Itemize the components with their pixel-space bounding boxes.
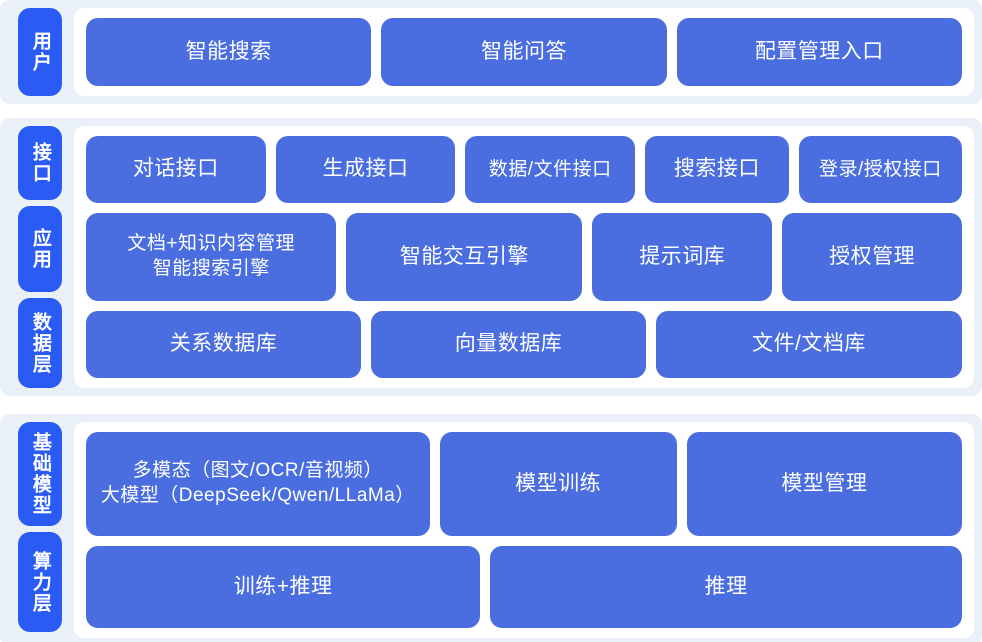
card-multimodal-large-model[interactable]: 多模态（图文/OCR/音视频） 大模型（DeepSeek/Qwen/LLaMa）: [86, 432, 430, 536]
row-foundation-model-layer: 多模态（图文/OCR/音视频） 大模型（DeepSeek/Qwen/LLaMa）…: [86, 432, 962, 536]
row-user-entries: 智能搜索 智能问答 配置管理入口: [86, 18, 962, 86]
card-dialog-interface[interactable]: 对话接口: [86, 136, 266, 203]
layer-tag-application: 应用: [18, 206, 62, 292]
tag-column-bottom: 基础模型 算力层: [0, 414, 66, 642]
row-compute-layer: 训练+推理 推理: [86, 545, 962, 628]
layer-tag-compute-label: 算力层: [29, 550, 51, 614]
layer-tag-user: 用户: [18, 8, 62, 96]
layer-tag-compute: 算力层: [18, 532, 62, 632]
section-middle: 接口 应用 数据层 对话接口 生成接口 数据/文件接口 搜索接口 登录/授权接口…: [0, 118, 982, 396]
layer-tag-user-label: 用户: [29, 31, 51, 73]
section-bottom: 基础模型 算力层 多模态（图文/OCR/音视频） 大模型（DeepSeek/Qw…: [0, 414, 982, 642]
card-smart-qa[interactable]: 智能问答: [381, 18, 667, 86]
layer-tag-foundation-model-label: 基础模型: [29, 432, 51, 516]
card-doc-knowledge-management[interactable]: 文档+知识内容管理 智能搜索引擎: [86, 212, 337, 301]
panel-bottom: 多模态（图文/OCR/音视频） 大模型（DeepSeek/Qwen/LLaMa）…: [74, 422, 974, 638]
card-inference[interactable]: 推理: [490, 545, 962, 628]
section-user: 用户 智能搜索 智能问答 配置管理入口: [0, 0, 982, 104]
layer-tag-interface: 接口: [18, 126, 62, 200]
layer-tag-data: 数据层: [18, 298, 62, 388]
card-smart-search[interactable]: 智能搜索: [86, 18, 372, 86]
layer-tag-interface-label: 接口: [29, 142, 51, 184]
panel-user: 智能搜索 智能问答 配置管理入口: [74, 8, 974, 96]
card-relational-database[interactable]: 关系数据库: [86, 311, 361, 378]
layer-tag-data-label: 数据层: [29, 311, 51, 375]
tag-column-middle: 接口 应用 数据层: [0, 118, 66, 396]
card-smart-interaction-engine[interactable]: 智能交互引擎: [346, 212, 583, 301]
card-training-inference[interactable]: 训练+推理: [86, 545, 481, 628]
layer-tag-application-label: 应用: [29, 228, 51, 270]
card-config-management-entry[interactable]: 配置管理入口: [676, 18, 962, 86]
card-model-management[interactable]: 模型管理: [686, 432, 962, 536]
card-authorization-management[interactable]: 授权管理: [782, 212, 963, 301]
panel-middle: 对话接口 生成接口 数据/文件接口 搜索接口 登录/授权接口 文档+知识内容管理…: [74, 126, 974, 388]
card-generation-interface[interactable]: 生成接口: [275, 136, 456, 203]
card-model-training[interactable]: 模型训练: [439, 432, 677, 536]
card-file-document-store[interactable]: 文件/文档库: [655, 311, 962, 378]
card-prompt-library[interactable]: 提示词库: [592, 212, 773, 301]
card-data-file-interface[interactable]: 数据/文件接口: [465, 136, 636, 203]
row-application-layer: 文档+知识内容管理 智能搜索引擎 智能交互引擎 提示词库 授权管理: [86, 212, 963, 301]
row-interface-layer: 对话接口 生成接口 数据/文件接口 搜索接口 登录/授权接口: [86, 136, 962, 203]
card-search-interface[interactable]: 搜索接口: [645, 136, 789, 203]
layer-tag-foundation-model: 基础模型: [18, 422, 62, 526]
row-data-layer: 关系数据库 向量数据库 文件/文档库: [86, 311, 962, 378]
tag-column-user: 用户: [0, 0, 66, 104]
card-login-auth-interface[interactable]: 登录/授权接口: [798, 136, 962, 203]
card-vector-database[interactable]: 向量数据库: [370, 311, 646, 378]
